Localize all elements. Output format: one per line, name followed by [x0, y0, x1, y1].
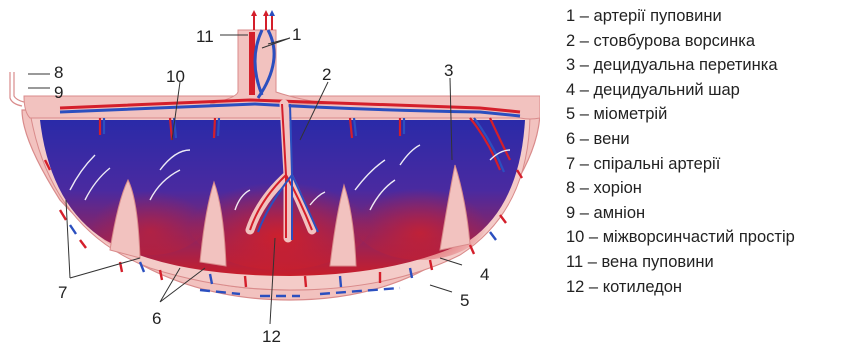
callout-2: 2	[322, 65, 331, 84]
callout-7: 7	[58, 283, 67, 302]
legend-item: 4 – децидуальний шар	[566, 78, 846, 103]
legend-item: 9 – амніон	[566, 201, 846, 226]
callout-6: 6	[152, 309, 161, 328]
legend-item: 5 – міометрій	[566, 102, 846, 127]
amnion-line	[14, 72, 24, 102]
legend-item: 8 – хоріон	[566, 176, 846, 201]
legend-item: 11 – вена пуповини	[566, 250, 846, 275]
callout-8: 8	[54, 63, 63, 82]
legend-item: 3 – децидуальна перетинка	[566, 53, 846, 78]
umbilical-cord	[210, 30, 330, 104]
callout-5: 5	[460, 291, 469, 310]
legend-item: 6 – вени	[566, 127, 846, 152]
callout-9: 9	[54, 83, 63, 102]
placenta-diagram: 11 1 8 9 10 2 3 4 5 7 6 12	[0, 0, 540, 349]
legend-item: 10 – міжворсинчастий простір	[566, 225, 846, 250]
callout-11: 11	[196, 27, 214, 46]
callout-1: 1	[292, 25, 301, 44]
callout-10: 10	[166, 67, 185, 86]
callout-12: 12	[262, 327, 281, 346]
legend-item: 1 – артерії пуповини	[566, 4, 846, 29]
legend-item: 12 – котиледон	[566, 275, 846, 300]
callout-3: 3	[444, 61, 453, 80]
legend-item: 7 – спіральні артерії	[566, 152, 846, 177]
legend-item: 2 – стовбурова ворсинка	[566, 29, 846, 54]
callout-4: 4	[480, 265, 489, 284]
legend: 1 – артерії пуповини 2 – стовбурова ворс…	[566, 4, 846, 299]
